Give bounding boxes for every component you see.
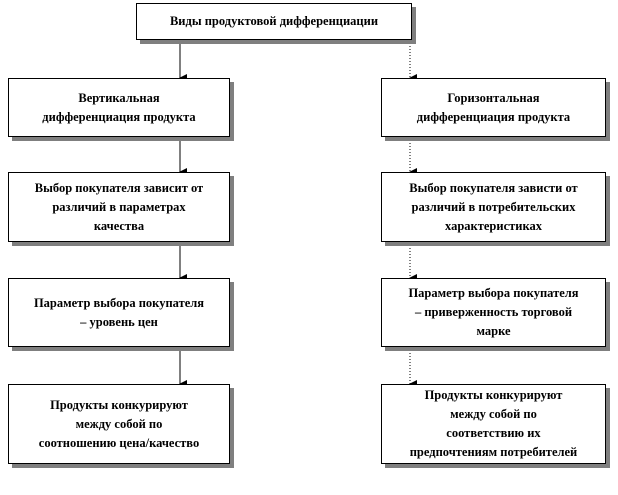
vertical-choice-depends-box: Выбор покупателя зависит от различий в п… bbox=[8, 172, 230, 242]
vertical-differentiation-box: Вертикальная дифференциация продукта bbox=[8, 78, 230, 137]
horizontal-differentiation-box: Горизонтальная дифференциация продукта bbox=[381, 78, 606, 137]
title-text: Виды продуктовой дифференциации bbox=[169, 14, 379, 28]
vertical-differentiation-text: Вертикальная дифференциация продукта bbox=[42, 90, 196, 124]
horizontal-competition-text: Продукты конкурируют между собой по соот… bbox=[409, 388, 578, 459]
horizontal-competition-box: Продукты конкурируют между собой по соот… bbox=[381, 384, 606, 464]
horizontal-choice-parameter-box: Параметр выбора покупателя – приверженно… bbox=[381, 278, 606, 347]
vertical-choice-parameter-text: Параметр выбора покупателя – уровень цен bbox=[33, 295, 205, 329]
vertical-competition-box: Продукты конкурируют между собой по соот… bbox=[8, 384, 230, 464]
horizontal-choice-parameter-text: Параметр выбора покупателя – приверженно… bbox=[408, 286, 579, 338]
horizontal-choice-depends-text: Выбор покупателя зависти от различий в п… bbox=[409, 180, 578, 233]
title-box: Виды продуктовой дифференциации bbox=[136, 3, 412, 40]
vertical-choice-depends-text: Выбор покупателя зависит от различий в п… bbox=[34, 180, 204, 233]
horizontal-differentiation-text: Горизонтальная дифференциация продукта bbox=[416, 90, 571, 124]
vertical-choice-parameter-box: Параметр выбора покупателя – уровень цен bbox=[8, 278, 230, 347]
horizontal-choice-depends-box: Выбор покупателя зависти от различий в п… bbox=[381, 172, 606, 242]
vertical-competition-text: Продукты конкурируют между собой по соот… bbox=[38, 397, 200, 450]
